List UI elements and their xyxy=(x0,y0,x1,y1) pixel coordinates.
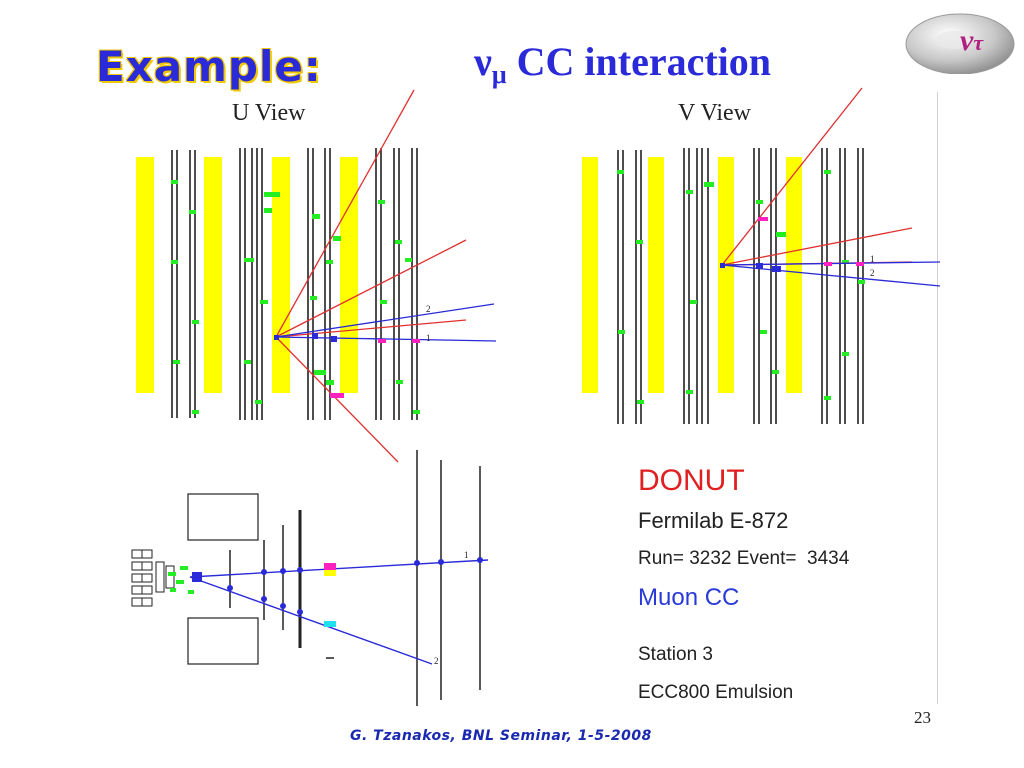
u-view-label: U View xyxy=(232,100,306,126)
u-track-label-1: 1 xyxy=(426,333,431,343)
lab-label: Fermilab E-872 xyxy=(638,508,789,533)
page-number: 23 xyxy=(914,708,931,727)
experiment-name: DONUT xyxy=(638,464,745,497)
slide-title: νμ CC interaction xyxy=(474,38,771,90)
u-view-vertex-markers xyxy=(274,333,337,342)
u-view-magenta-hits xyxy=(330,339,420,398)
v-view-hits xyxy=(617,170,865,404)
example-heading: Example: xyxy=(96,42,322,91)
side-view-tracks xyxy=(189,559,489,665)
nu-tau-logo xyxy=(905,13,1015,74)
side-view-track-markers xyxy=(192,557,483,615)
side-track-label-2: 2 xyxy=(434,656,439,666)
side-view-boxes xyxy=(187,493,259,665)
station-label: Station 3 xyxy=(638,644,713,665)
u-view-emulsion-blocks xyxy=(136,157,358,393)
event-type-label: Muon CC xyxy=(638,584,740,611)
u-track-label-2: 2 xyxy=(426,304,431,314)
v-track-label-1: 1 xyxy=(870,254,875,264)
v-view-vertex-markers xyxy=(720,263,781,272)
side-track-label-1: 1 xyxy=(464,550,469,560)
side-view-target-stack xyxy=(131,549,175,607)
footer-citation: G. Tzanakos, BNL Seminar, 1-5-2008 xyxy=(350,728,652,744)
side-view-magenta-hit xyxy=(324,563,336,570)
u-view-tracks xyxy=(275,89,497,463)
title-text: CC interaction xyxy=(516,39,772,84)
divider xyxy=(937,92,938,704)
v-view-emulsion-blocks xyxy=(582,157,802,393)
emulsion-label: ECC800 Emulsion xyxy=(638,682,794,703)
side-view-planes xyxy=(229,450,481,706)
title-nu-symbol: ν xyxy=(474,39,492,84)
u-view-planes xyxy=(171,148,418,420)
v-track-label-2: 2 xyxy=(870,268,875,278)
run-event-label: Run= 3232 Event= 3434 xyxy=(638,548,850,569)
title-mu-subscript: μ xyxy=(491,60,507,89)
side-view-cyan-hit xyxy=(324,621,336,627)
side-view-yellow-hit xyxy=(324,570,336,576)
v-view-label: V View xyxy=(678,100,752,126)
u-view-hits xyxy=(171,180,420,414)
v-view-magenta-hits xyxy=(758,217,864,266)
logo-label: ντ xyxy=(960,24,984,57)
side-view-hits xyxy=(168,566,194,594)
